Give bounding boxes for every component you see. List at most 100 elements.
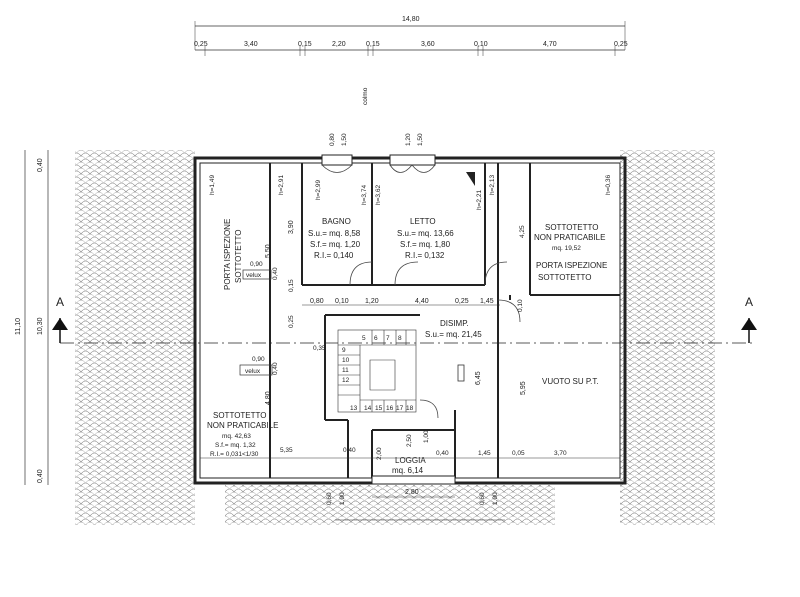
step-17: 17 [396, 405, 404, 412]
window-dim-1: 0,80 [329, 133, 336, 146]
bagno-name: BAGNO [322, 217, 351, 226]
step-13: 13 [350, 405, 358, 412]
left-mid-dim-2: 3,90 [288, 220, 295, 234]
loggia-dim-h: 2,00 [376, 447, 383, 460]
left-mid-dim-5: 4,80 [265, 391, 272, 405]
velux-top-w: 0,90 [250, 261, 263, 268]
left-dim-inner: 10,30 [37, 317, 44, 335]
loggia-name: LOGGIA [395, 456, 426, 465]
top-dims [204, 46, 616, 56]
letto-name: LETTO [410, 217, 436, 226]
step-5: 5 [362, 335, 366, 342]
top-dim-2: 3,40 [244, 41, 258, 48]
roof-tiles-bottom [225, 485, 555, 525]
vuoto-dim: 5,95 [520, 381, 527, 395]
loggia-opening [371, 475, 456, 485]
roof-tiles-left [75, 150, 195, 525]
loggia-dim-v2: 1,00 [423, 430, 430, 443]
disimp-name: DISIMP. [440, 319, 469, 328]
sottotetto-right-name: SOTTOTETTO [545, 223, 598, 232]
left-dim-outer: 11,10 [15, 318, 22, 335]
bagno-sf: S.f.= mq. 1,20 [310, 240, 361, 249]
top-dim-7: 0,10 [474, 41, 488, 48]
roof-tiles-right [620, 150, 715, 525]
loggia-dim-v: 2,50 [406, 434, 413, 447]
mid-dim-5: 0,25 [455, 298, 469, 305]
sottotetto-right-h: h=0,36 [605, 175, 612, 195]
staircase [337, 329, 417, 413]
bottom-dim-4: 1,45 [478, 450, 491, 457]
bedroom-window [389, 154, 436, 166]
bagno-h2: h=3,74 [361, 185, 368, 205]
bottom-dim-1: 5,35 [280, 447, 293, 454]
step-18: 18 [406, 405, 414, 412]
column-mark [457, 364, 465, 382]
left-mid-dim-1: 5,50 [265, 244, 272, 258]
letto-h: h=3,62 [375, 185, 382, 205]
porta-left-line1: PORTA ISPEZIONE [223, 219, 232, 290]
velux-bottom-label: velux [245, 368, 261, 375]
step-11: 11 [342, 367, 349, 374]
mid-dim-1: 0,80 [310, 298, 324, 305]
bottom-dim-2: 0,40 [343, 447, 356, 454]
sottotetto-left-ri: R.I.= 0,031<1/30 [210, 451, 259, 458]
step-10: 10 [342, 357, 350, 364]
left-mid-dim-4: 0,25 [288, 315, 295, 328]
porta-left-line2: SOTTOTETTO [234, 230, 243, 283]
sottotetto-right-su: mq. 19,52 [552, 245, 581, 252]
section-marker-left: A [56, 295, 64, 309]
bagno-ri: R.I.= 0,140 [314, 251, 354, 260]
top-dim-4: 2,20 [332, 41, 346, 48]
letto-sf: S.f.= mq. 1,80 [400, 240, 451, 249]
step-16: 16 [386, 405, 394, 412]
sottotetto-left-name2: NON PRATICABILE [207, 421, 278, 430]
colmo-label: colmo [362, 87, 369, 105]
bottom-sub-dim-1: 0,60 [326, 492, 333, 505]
sottotetto-left-h: h=1,49 [209, 175, 216, 195]
sottotetto-left-h2: h=2,91 [278, 175, 285, 195]
step-14: 14 [364, 405, 372, 412]
window-dim-4: 1,50 [417, 133, 424, 146]
bagno-h: h=2,99 [315, 180, 322, 200]
mid-dim-4: 4,40 [415, 298, 429, 305]
left-mid-dim-3: 0,15 [288, 279, 295, 292]
mid-dim-2: 0,10 [335, 298, 349, 305]
velux-bottom [239, 364, 273, 376]
mid-dim-7: 0,10 [517, 299, 524, 312]
window-dim-3: 1,20 [405, 133, 412, 146]
top-dim-3: 0,15 [298, 41, 312, 48]
left-dim-bottom: 0,40 [37, 469, 44, 483]
top-dim-9: 0,25 [614, 41, 628, 48]
disimp-dim: 6,45 [475, 371, 482, 385]
porta-right-line2: SOTTOTETTO [538, 273, 591, 282]
sottotetto-right-h-left: h=2,13 [489, 175, 496, 195]
sottotetto-right-name2: NON PRATICABILE [534, 233, 605, 242]
velux-top-label: velux [246, 272, 262, 279]
bathroom-window [321, 154, 353, 166]
mid-dim-3: 1,20 [365, 298, 379, 305]
top-dim-5: 0,15 [366, 41, 380, 48]
step-9: 9 [342, 347, 346, 354]
loggia-dim: 2,80 [405, 489, 419, 496]
vuoto-name: VUOTO SU P.T. [542, 377, 599, 386]
bottom-dim-6: 3,70 [554, 450, 567, 457]
bottom-dim-3: 0,40 [436, 450, 449, 457]
letto-su: S.u.= mq. 13,66 [397, 229, 454, 238]
porta-right-line1: PORTA ISPEZIONE [536, 261, 607, 270]
top-dim-8: 4,70 [543, 41, 557, 48]
outer-wall [193, 156, 627, 485]
sottotetto-left-name: SOTTOTETTO [213, 411, 266, 420]
bottom-sub-dim-3: 0,60 [479, 492, 486, 505]
sottotetto-left-su: mq. 42,63 [222, 433, 251, 440]
loggia-su: mq. 6,14 [392, 466, 424, 475]
step-12: 12 [342, 377, 350, 384]
bottom-dim-5: 0,05 [512, 450, 525, 457]
velux-bottom-w: 0,90 [252, 356, 265, 363]
window-dim-2: 1,50 [341, 133, 348, 146]
letto-h2: h=2,21 [476, 190, 483, 210]
bottom-sub-dim-2: 1,00 [339, 492, 346, 505]
left-dim-top: 0,40 [37, 158, 44, 172]
left-mid-dim-6: 0,35 [313, 345, 326, 352]
bagno-su: S.u.= mq. 8,58 [308, 229, 361, 238]
letto-ri: R.I.= 0,132 [405, 251, 445, 260]
